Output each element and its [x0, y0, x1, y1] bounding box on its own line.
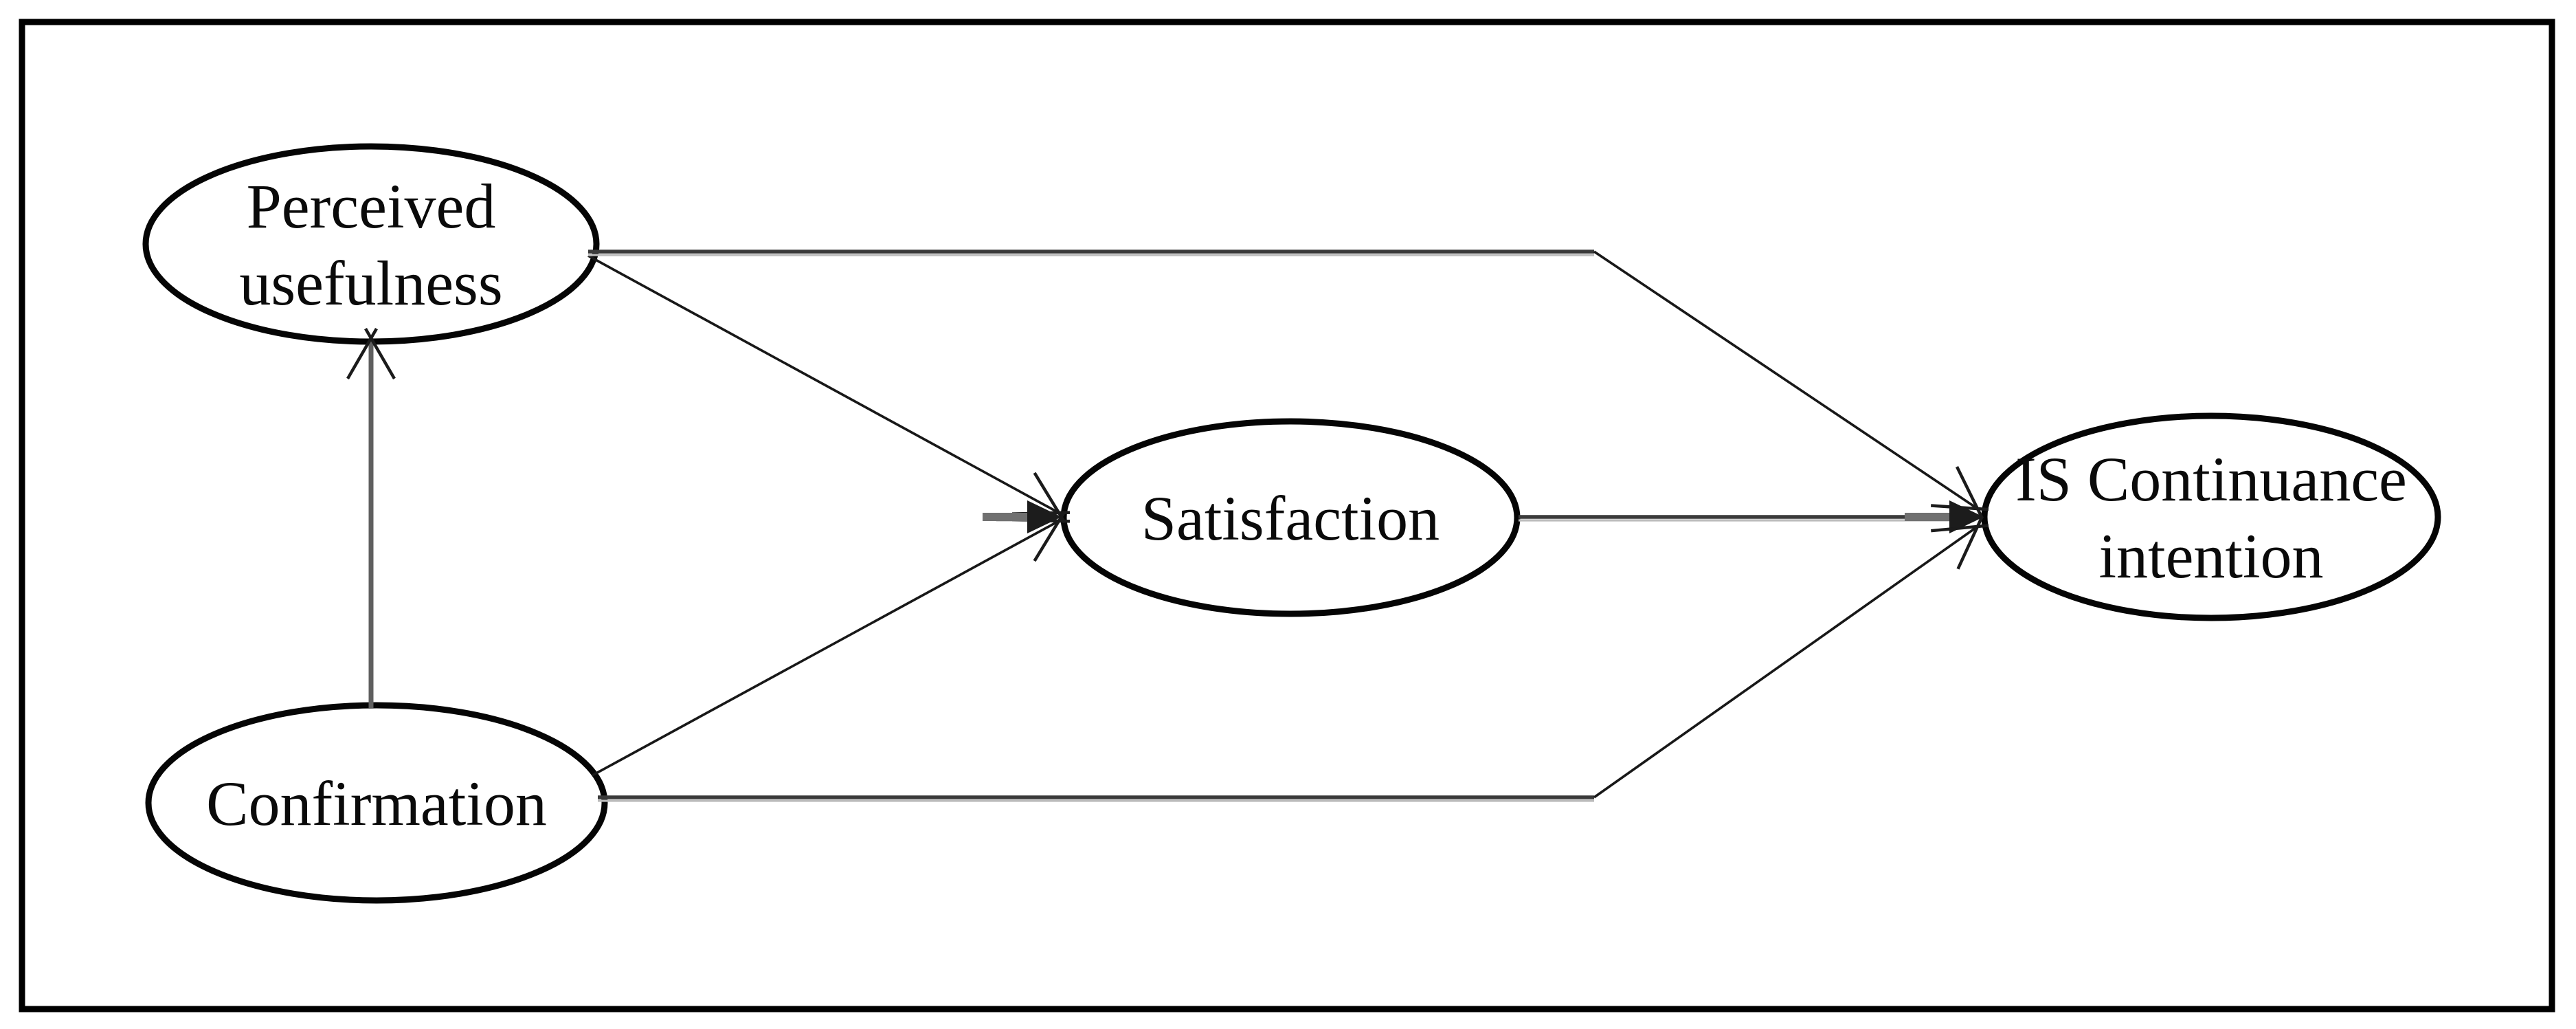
node-is-continuance-intention-ellipse: [1981, 412, 2441, 621]
edge-line: [1593, 525, 1979, 799]
edge-line: [587, 254, 1060, 514]
node-satisfaction-ellipse: [1060, 418, 1521, 617]
arrowhead-wing: [1931, 524, 1989, 533]
node-perceived-usefulness-label-line-2: usefulness: [239, 248, 502, 318]
edge-line: [1593, 250, 1979, 510]
arrowhead-wing: [346, 328, 378, 380]
node-perceived-usefulness-label-line-1: Perceived: [247, 171, 496, 241]
edge-confirmation-to-is-continuance-intention: [598, 516, 1989, 802]
node-confirmation-ellipse: [145, 702, 608, 904]
node-satisfaction-label-line-1: Satisfaction: [1141, 483, 1440, 553]
node-confirmation-label: Confirmation: [206, 768, 547, 839]
node-is-continuance-intention-label-line-1: IS Continuance: [2015, 444, 2407, 514]
edge-line: [592, 520, 1060, 777]
edge-confirmation-to-perceived-usefulness: [346, 328, 396, 708]
arrowhead-solid: [1949, 500, 1984, 533]
node-confirmation-label-line-1: Confirmation: [206, 768, 547, 839]
node-satisfaction-label: Satisfaction: [1141, 483, 1440, 553]
edge-perceived-usefulness-to-is-continuance-intention: [588, 250, 1989, 520]
edge-satisfaction-arrowhead-stub: [983, 500, 1062, 533]
node-is-continuance-intention-label-line-2: intention: [2098, 521, 2323, 591]
arrowhead-wing: [1955, 465, 1984, 520]
arrowhead-solid: [1027, 500, 1062, 533]
edge-satisfaction-to-is-continuance-intention: [1519, 500, 1984, 533]
arrowhead-wing: [1033, 472, 1066, 523]
